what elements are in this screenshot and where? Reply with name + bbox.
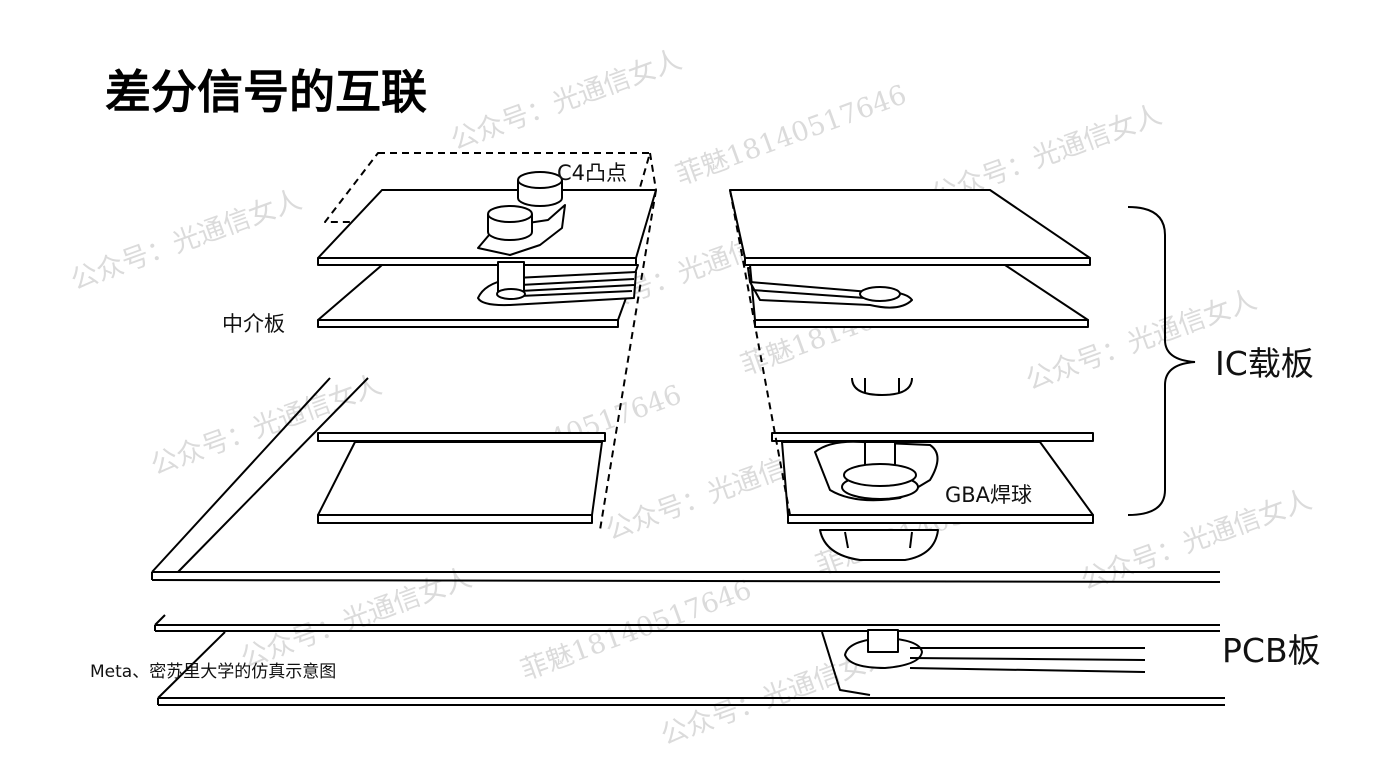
- via-pad-icon: [859, 286, 901, 302]
- substrate-plate-3: [771, 432, 1094, 442]
- watermark-text: 公众号：光通信女人: [67, 184, 306, 296]
- watermark-text: 菲魅18140517646: [672, 79, 911, 191]
- bga-ball-label: GBA焊球: [945, 483, 1032, 507]
- substrate-plate-left-2: [317, 441, 603, 516]
- plate-edge: [787, 514, 1094, 524]
- watermark-text: 公众号：光通信女人: [237, 562, 476, 674]
- watermark-layer: 公众号：光通信女人 菲魅18140517646 公众号：光通信女人 公众号：光通…: [67, 44, 1316, 751]
- plate-edge: [744, 257, 1091, 266]
- right-stack: [729, 189, 1094, 561]
- via-hole-icon: [851, 377, 913, 396]
- pcb-label: PCB板: [1222, 631, 1321, 670]
- c4-bump-pair: [477, 171, 566, 256]
- cut-line-dashed: [649, 152, 657, 191]
- substrate-plate-left-1: [317, 432, 606, 442]
- left-stack: [151, 152, 657, 573]
- watermark-text: 公众号：光通信女人: [1077, 484, 1316, 596]
- interposer-label: 中介板: [222, 312, 285, 336]
- figure-caption: Meta、密苏里大学的仿真示意图: [90, 662, 336, 682]
- c4-bump-label: C4凸点: [557, 161, 627, 185]
- bga-ball-icon: [843, 463, 917, 487]
- ic-substrate-label: IC载板: [1215, 344, 1314, 383]
- page-title: 差分信号的互联: [105, 65, 427, 119]
- die-outline-dashed: [324, 152, 651, 223]
- plate-edge: [317, 257, 637, 266]
- plate-edge: [317, 319, 619, 328]
- ic-substrate-brace: [1127, 206, 1196, 516]
- cut-line-dashed: [599, 189, 657, 531]
- c4-bump-icon: [487, 205, 533, 223]
- plate-edge: [754, 319, 1089, 328]
- watermark-text: 公众号：光通信女人: [447, 44, 686, 156]
- pcb-board: [151, 571, 1225, 706]
- plate-edge: [317, 514, 593, 524]
- substrate-plate-top: [729, 189, 1091, 259]
- c4-bump-icon: [517, 171, 563, 189]
